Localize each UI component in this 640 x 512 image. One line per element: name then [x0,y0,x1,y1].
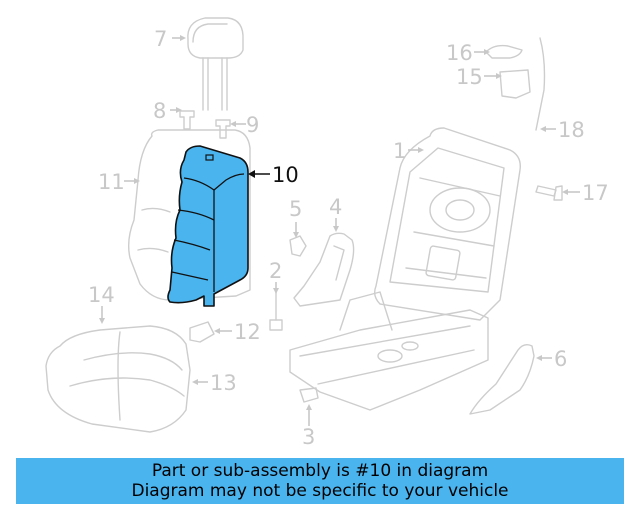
callout-13: 13 [210,371,237,395]
part-15-switch-bracket [499,69,531,99]
part-5-clip [289,235,307,257]
callout-6: 6 [554,347,567,371]
callout-8: 8 [153,99,166,123]
part-16-switch [485,44,523,59]
part-8-guide [179,110,195,130]
part-14-seat-cushion [45,325,191,433]
parts-diagram: 7 8 9 10 11 1 17 18 16 15 4 5 2 3 6 12 1… [45,17,609,449]
callout-3: 3 [302,425,315,449]
part-9-guide [215,119,231,139]
leaders [99,35,580,426]
callout-12: 12 [234,320,261,344]
part-6-side-cover [469,343,535,415]
banner-line-2: Diagram may not be specific to your vehi… [131,481,509,501]
seat-frame [289,291,489,411]
callout-17: 17 [582,181,609,205]
callout-15: 15 [456,65,483,89]
callout-2: 2 [269,259,282,283]
part-18-cable [535,37,546,131]
part-17-bolt [535,185,563,201]
callout-10: 10 [272,163,299,187]
part-12-bracket [189,321,215,343]
part-4-side-bracket [293,232,355,307]
callout-5: 5 [289,197,302,221]
callout-18: 18 [558,118,585,142]
part-11-seat-back-trim [127,129,251,301]
callout-1: 1 [393,139,406,163]
callout-9: 9 [246,113,259,137]
callouts: 7 8 9 10 11 1 17 18 16 15 4 5 2 3 6 12 1… [88,27,609,449]
callout-14: 14 [88,283,115,307]
part-1-seat-back-frame [373,127,521,321]
part-7-headrest [187,17,244,111]
callout-11: 11 [98,170,125,194]
info-banner: Part or sub-assembly is #10 in diagram D… [16,458,624,504]
callout-16: 16 [446,41,473,65]
banner-line-1: Part or sub-assembly is #10 in diagram [151,461,489,481]
part-2-bolt [269,291,283,331]
part-3-clip [299,387,319,403]
callout-7: 7 [154,27,167,51]
part-10-seat-back-pad [167,145,249,307]
callout-4: 4 [329,195,342,219]
